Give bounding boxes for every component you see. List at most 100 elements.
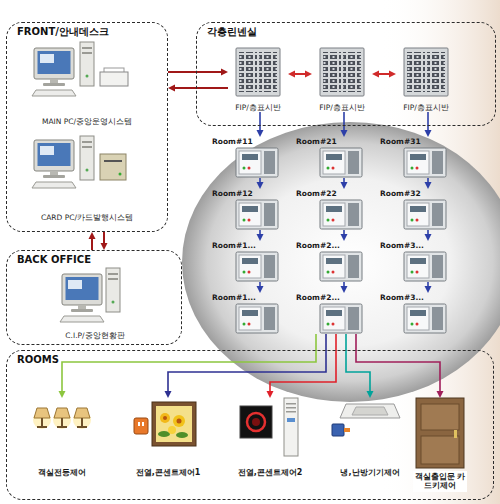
node-label: Room#2...: [296, 293, 340, 302]
node-label: 객실전등제어: [38, 468, 86, 478]
connector: [427, 282, 429, 286]
fip-panel-icon: [320, 48, 364, 96]
room-device-node: 객실출입문 카드키제어: [411, 398, 469, 492]
node-label: Room#21: [296, 137, 337, 146]
connector: [91, 239, 93, 250]
room-controller-icon: [404, 148, 446, 177]
card-pc-icon: [119, 173, 122, 176]
room-cloud: [182, 122, 500, 402]
fip-panel-icon: [236, 48, 448, 96]
room-controller: Room#1...: [212, 293, 282, 334]
cassette-aircon-icon: [352, 407, 388, 415]
cooktop-aircon-icon: [286, 411, 296, 413]
connector-group: [257, 282, 264, 293]
connector: [379, 73, 389, 75]
connector: [175, 87, 228, 89]
lamp-icon: [57, 426, 67, 428]
arrowhead: [165, 391, 172, 398]
region-box: FRONT/안내데스크 MAIN PC/중앙운영시스템 CARD PC/카드발행시스…: [6, 22, 168, 232]
door-icon: [421, 404, 459, 430]
room-device-node: 전열,콘센트제어2: [230, 398, 310, 478]
room-controller: Room#3...: [380, 241, 450, 282]
room-controller-icon: [236, 200, 278, 229]
node-label: 각층린넨실: [207, 26, 257, 38]
connector: [259, 230, 261, 234]
room-controller-icon: [236, 148, 446, 333]
region-box: 각층린넨실FIP/층표시반FIP/층표시반FIP/층표시반: [196, 22, 496, 126]
room-device-node: 객실전등제어: [22, 398, 102, 478]
room-device-node: 전열,콘센트제어1: [128, 398, 208, 478]
node-label: Room#22: [296, 189, 337, 198]
room-controller: Room#11: [212, 137, 282, 178]
node-label: 객실출입문 카드키제어: [413, 471, 467, 492]
connector: [343, 230, 345, 234]
connector-group: [356, 334, 444, 398]
room-controller: Room#31: [380, 137, 450, 178]
connector-group: [341, 178, 348, 189]
connector-group: [257, 178, 264, 189]
outlet-picture-icon: [177, 419, 182, 424]
connector-group: [341, 282, 348, 293]
outlet-picture-icon: [152, 402, 196, 446]
door-icon: [416, 398, 464, 468]
node-label: MAIN PC/중앙운영시스템: [42, 117, 132, 126]
connector: [103, 232, 105, 243]
node-label: Room#3...: [380, 241, 424, 250]
node-label: 전열,콘센트제어1: [136, 468, 201, 478]
node-label: 전열,콘센트제어2: [238, 468, 303, 478]
room-controller: Room#2...: [296, 241, 366, 282]
node-label: CARD PC/카드발행시스템: [41, 213, 133, 222]
node-label: Room#1...: [212, 241, 256, 250]
cassette-aircon-icon: [332, 424, 344, 436]
node-label: FRONT/안내데스크: [17, 26, 109, 38]
node-label: FIP/층표시반: [235, 103, 281, 112]
cooktop-aircon-icon: [247, 413, 265, 431]
connector-group: [341, 112, 348, 137]
main-pc-icon: [80, 42, 94, 86]
floor-panel-node: FIP/층표시반: [312, 46, 372, 112]
node-label: ROOMS: [17, 354, 59, 366]
arrowhead: [257, 286, 264, 293]
node-label: 냉,난방기기제어: [340, 468, 399, 478]
arrowhead: [168, 85, 175, 92]
cooktop-aircon-icon: [287, 418, 295, 422]
connector: [259, 178, 261, 182]
connector-group: [288, 71, 312, 78]
arrowhead: [101, 243, 108, 250]
room-controller: Room#22: [296, 189, 366, 230]
outlet-picture-icon: [142, 422, 144, 426]
room-controller-icon: [320, 200, 362, 229]
connector: [343, 282, 345, 286]
connector: [259, 282, 261, 286]
room-controller: Room#2...: [296, 293, 366, 334]
cooktop-aircon-icon: [252, 418, 260, 426]
arrowhead: [288, 71, 295, 78]
lamp-icon: [74, 408, 90, 418]
arrowhead: [257, 234, 264, 241]
connector-group: [425, 230, 432, 241]
connector-group: [89, 232, 96, 250]
connector: [168, 71, 221, 73]
room-controller-icon: [404, 200, 446, 229]
cooktop-aircon-icon: [240, 398, 298, 456]
card-pc-icon: [32, 136, 126, 188]
arrowhead: [425, 234, 432, 241]
connector-group: [257, 112, 264, 137]
connector: [270, 334, 336, 391]
node-label: Room#3...: [380, 293, 424, 302]
connector-group: [346, 334, 374, 398]
room-controller: Room#1...: [212, 241, 282, 282]
cassette-aircon-icon: [340, 404, 400, 418]
door-icon: [421, 436, 459, 464]
node-label: BACK OFFICE: [17, 254, 91, 266]
node-label: Room#12: [212, 189, 253, 198]
connector-group: [168, 85, 228, 92]
cassette-aircon-icon: [332, 404, 400, 436]
node-label: Room#2...: [296, 241, 340, 250]
room-controller-icon: [236, 304, 278, 333]
node-label: Room#11: [212, 137, 253, 146]
connector: [356, 334, 440, 391]
outlet-picture-icon: [173, 415, 185, 427]
fip-panel-icon: [404, 48, 448, 96]
